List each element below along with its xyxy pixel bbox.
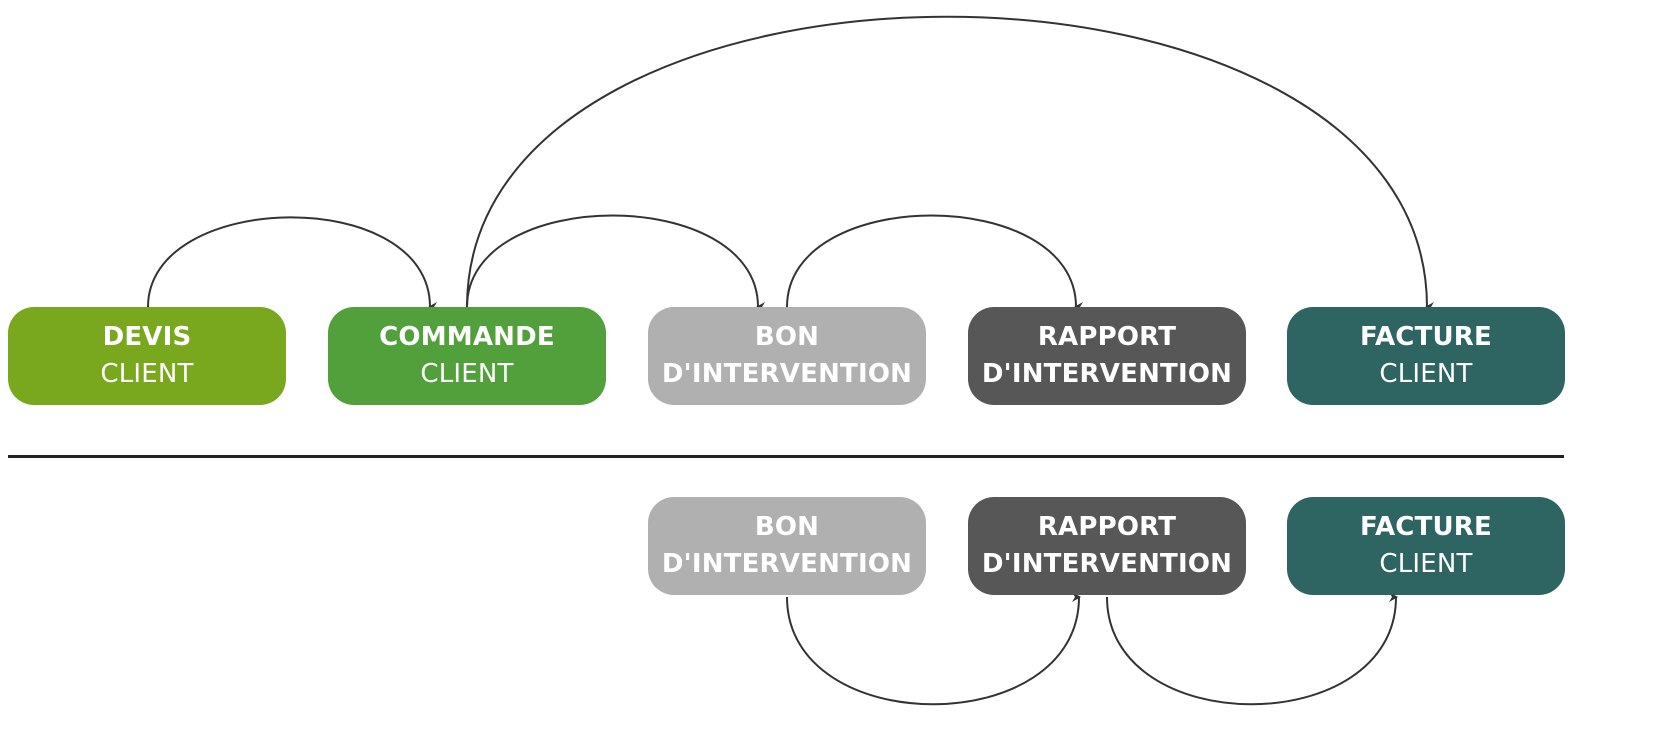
devis-client-box: DEVIS CLIENT <box>8 307 286 405</box>
devis-title: DEVIS <box>102 322 192 352</box>
bottom-facture-subtitle: CLIENT <box>1379 549 1473 579</box>
facture-title: FACTURE <box>1359 322 1492 352</box>
commande-client-box: COMMANDE CLIENT <box>328 307 606 405</box>
facture-client-box: FACTURE CLIENT <box>1287 307 1565 405</box>
arrow-bon-to-rapport <box>786 214 1084 312</box>
bottom-bon-intervention-box: BON D'INTERVENTION <box>648 497 926 595</box>
bottom-rapport-intervention-box: RAPPORT D'INTERVENTION <box>968 497 1246 595</box>
commande-title: COMMANDE <box>379 322 555 352</box>
bon-intervention-box: BON D'INTERVENTION <box>648 307 926 405</box>
arrow-bottom-rapport-to-facture <box>1106 591 1398 706</box>
arrow-commande-to-facture <box>466 15 1435 312</box>
rapport-subtitle: D'INTERVENTION <box>981 359 1233 389</box>
bottom-bon-title: BON <box>754 512 820 542</box>
bon-subtitle: D'INTERVENTION <box>661 359 913 389</box>
arrow-devis-to-commande <box>147 216 438 312</box>
bottom-rapport-title: RAPPORT <box>1037 512 1177 542</box>
bottom-facture-title: FACTURE <box>1359 512 1492 542</box>
commande-subtitle: CLIENT <box>420 359 514 389</box>
section-divider <box>8 455 1564 458</box>
arrow-bottom-bon-to-rapport <box>786 591 1081 706</box>
rapport-title: RAPPORT <box>1037 322 1177 352</box>
bottom-bon-subtitle: D'INTERVENTION <box>661 549 913 579</box>
bottom-rapport-subtitle: D'INTERVENTION <box>981 549 1233 579</box>
rapport-intervention-box: RAPPORT D'INTERVENTION <box>968 307 1246 405</box>
arrow-commande-to-bon <box>466 214 766 312</box>
devis-subtitle: CLIENT <box>100 359 194 389</box>
bon-title: BON <box>754 322 820 352</box>
bottom-facture-client-box: FACTURE CLIENT <box>1287 497 1565 595</box>
facture-subtitle: CLIENT <box>1379 359 1473 389</box>
